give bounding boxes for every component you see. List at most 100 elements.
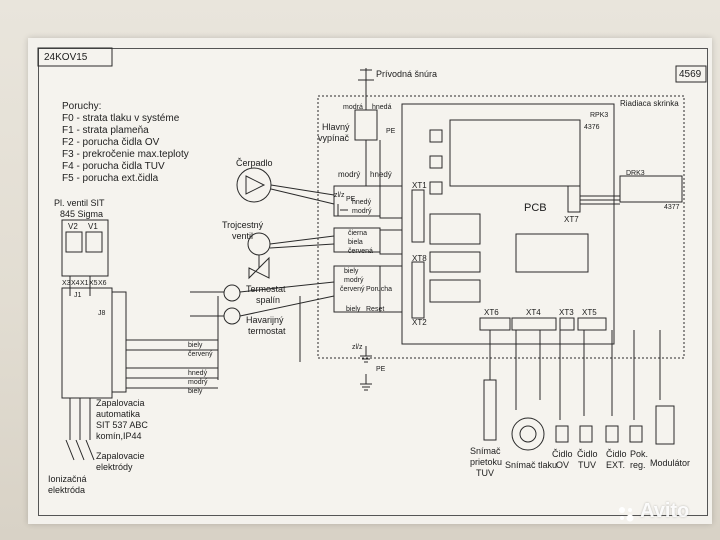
wire-label: biely <box>188 388 203 395</box>
wire-label: hnedý <box>352 199 372 206</box>
xt2-connector <box>411 261 425 319</box>
fault-item: F0 - strata tlaku v systéme <box>62 113 180 124</box>
wire-label: Porucha <box>366 286 393 293</box>
xt4-label: XT4 <box>526 308 541 317</box>
wire-label: modrý <box>344 277 364 284</box>
fault-title: Poruchy: <box>62 101 102 112</box>
x5-label: X5 <box>89 280 98 287</box>
flue-thermostat-label: spalín <box>256 295 281 305</box>
wire-label: biely <box>344 268 359 275</box>
pressure-sensor-label: Snímač tlaku <box>505 460 558 470</box>
x4-label: X4 <box>71 280 80 287</box>
control-box-label: Riadiaca skrinka <box>620 99 679 108</box>
sensor-ov-label: Čidlo <box>552 449 573 459</box>
diagram-frame <box>38 48 708 516</box>
modulator <box>655 405 675 445</box>
wire-label: hnedý <box>370 170 392 179</box>
sensor-ov <box>555 425 569 443</box>
xt2-label: XT2 <box>412 318 427 327</box>
flue-thermostat-symbol <box>223 284 241 302</box>
fault-item: F4 - porucha čidla TUV <box>62 161 165 172</box>
wire-label: čierna <box>348 230 368 237</box>
room-regulator <box>629 425 643 443</box>
ignition-automat-label: Zapalovacia <box>96 398 145 408</box>
pe-label: PE <box>386 128 396 135</box>
model-box <box>37 47 113 67</box>
drk3-label: DRK3 <box>626 170 645 177</box>
fault-list: Poruchy: F0 - strata tlaku v systéme F1 … <box>62 101 189 185</box>
wire-label: modrý <box>188 379 208 386</box>
xt6-label: XT6 <box>484 308 499 317</box>
ignition-electrodes-label: elektródy <box>96 462 133 472</box>
wire-label: biela <box>348 239 363 246</box>
wire-label: hnedá <box>372 104 392 111</box>
main-switch-body <box>354 109 378 141</box>
main-switch-label: vypínač <box>318 133 350 143</box>
number-box <box>675 65 707 83</box>
avito-watermark: Avito <box>640 500 690 522</box>
emergency-thermostat-label: Havarijný <box>246 315 284 325</box>
ignition-automat-label: komín,IP44 <box>96 431 142 441</box>
ignition-automat-label: automatika <box>96 409 141 419</box>
gas-valve-label: Pl. ventil SIT <box>54 198 105 208</box>
sensor-tuv-label: Čidlo <box>577 449 598 459</box>
zlz-label: zl/z <box>352 344 363 351</box>
drk3-board <box>619 175 683 203</box>
wire-label: červený <box>340 286 365 293</box>
zlz-label: zl/z <box>334 192 345 199</box>
xt3-label: XT3 <box>559 308 574 317</box>
valve-label: ventil <box>232 231 254 241</box>
avito-logo-icon <box>616 504 636 524</box>
v1-label: V1 <box>88 222 98 231</box>
main-switch-label: Hlavný <box>322 122 350 132</box>
xt5-connector <box>577 317 607 331</box>
fault-item: F5 - porucha ext.čidla <box>62 173 159 184</box>
pump-symbol <box>236 167 272 203</box>
pcb-module <box>515 233 589 273</box>
x1-label: X1 <box>80 280 89 287</box>
wire-label: biely <box>346 306 361 313</box>
emergency-thermostat-symbol <box>223 307 241 325</box>
dhw-flow-sensor-label: TUV <box>476 468 494 478</box>
pcb-board <box>401 103 615 345</box>
dhw-flow-sensor-label: Snímač <box>470 446 501 456</box>
wire-label: modrý <box>338 170 361 179</box>
emergency-thermostat-label: termostat <box>248 326 286 336</box>
pcb-label: PCB <box>524 202 547 214</box>
pump-label: Čerpadlo <box>236 158 273 168</box>
ignition-electrodes-label: Zapalovacie <box>96 451 145 461</box>
sensor-ext-label: Čidlo <box>606 449 627 459</box>
part-4377-label: 4377 <box>664 204 680 211</box>
ignition-automat-label: SIT 537 ABC <box>96 420 148 430</box>
wire-label: červená <box>348 248 373 255</box>
xt5-label: XT5 <box>582 308 597 317</box>
wire-label: modrý <box>352 208 372 215</box>
wire-label: biely <box>188 342 203 349</box>
ionization-label: elektróda <box>48 485 86 495</box>
wire-label: Reset <box>366 306 385 313</box>
pe-label: PE <box>346 196 356 203</box>
wire-label: modrá <box>343 104 363 111</box>
xt8-label: XT8 <box>412 254 427 263</box>
valve-label: Trojcestný <box>222 220 264 230</box>
xt3-connector <box>559 317 575 331</box>
flue-thermostat-label: Termostat <box>246 284 286 294</box>
gas-valve-body <box>61 219 109 277</box>
j1-label: J1 <box>74 292 82 299</box>
sensor-tuv-label: TUV <box>578 460 596 470</box>
room-reg-label: reg. <box>630 460 646 470</box>
wire-label: červený <box>188 351 213 358</box>
wire-label: hnedý <box>188 370 208 377</box>
control-box-outline <box>317 95 685 359</box>
xt7-label: XT7 <box>564 215 579 224</box>
pcb-relay-large <box>449 119 581 187</box>
ionization-label: Ionizačná <box>48 474 87 484</box>
sensor-ext-label: EXT. <box>606 460 626 470</box>
sensor-tuv <box>579 425 593 443</box>
dhw-flow-sensor <box>483 379 497 441</box>
xt7-connector <box>567 185 581 213</box>
diagram-number: 4569 <box>679 69 702 80</box>
fault-item: F3 - prekročenie max.teploty <box>62 149 189 160</box>
rpk3-label: RPK3 <box>590 112 609 119</box>
